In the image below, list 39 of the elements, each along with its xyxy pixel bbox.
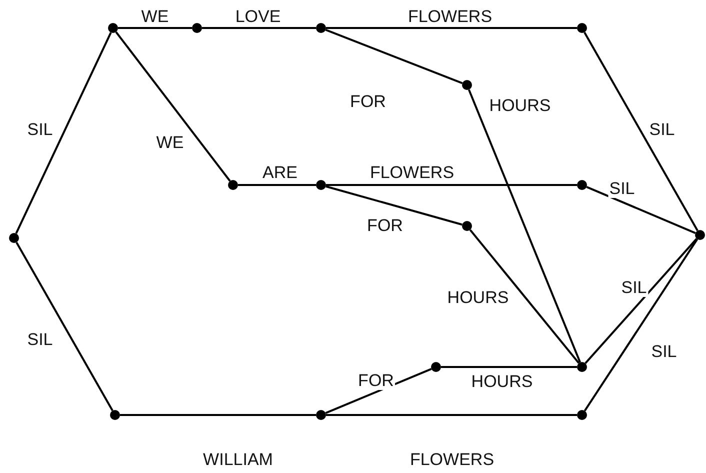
connector-line — [325, 368, 432, 414]
lattice-node-dot — [9, 233, 19, 243]
connector-line — [326, 414, 577, 416]
lattice-node-dot — [316, 180, 326, 190]
lattice-node-dot — [577, 362, 587, 372]
connector-line — [325, 28, 463, 84]
lattice-node-dot — [577, 180, 587, 190]
lattice-node-dot — [228, 180, 238, 190]
lattice-node-dot — [462, 80, 472, 90]
edge-label: SIL — [608, 180, 636, 198]
lattice-node-dot — [462, 221, 472, 231]
connector-line — [115, 31, 231, 182]
connector-line — [468, 89, 582, 363]
connector-line — [326, 184, 577, 186]
connector-line — [586, 186, 696, 234]
connector-line — [326, 27, 577, 29]
lattice-node-dot — [316, 23, 326, 33]
lattice-node-dot — [577, 23, 587, 33]
lattice-node-dot — [110, 410, 120, 420]
lattice-node-dot — [577, 410, 587, 420]
connector-line — [16, 242, 114, 412]
lattice-node-dot — [108, 23, 118, 33]
connector-line — [584, 32, 698, 232]
lattice-node-dot — [316, 410, 326, 420]
lattice-node-dot — [695, 230, 705, 240]
connector-line — [469, 229, 580, 364]
lattice-node-dot — [192, 23, 202, 33]
connector-line — [441, 366, 577, 368]
connector-line — [120, 414, 316, 416]
connector-line — [238, 184, 316, 186]
connector-line — [584, 238, 698, 364]
connector-line — [202, 27, 316, 29]
edge-label: FOR — [357, 372, 395, 390]
edge-label: SIL — [620, 279, 648, 297]
connector-line — [118, 27, 192, 29]
connector-line — [326, 185, 462, 226]
connector-line — [584, 238, 698, 412]
connector-line — [15, 32, 112, 234]
lattice-node-dot — [431, 362, 441, 372]
